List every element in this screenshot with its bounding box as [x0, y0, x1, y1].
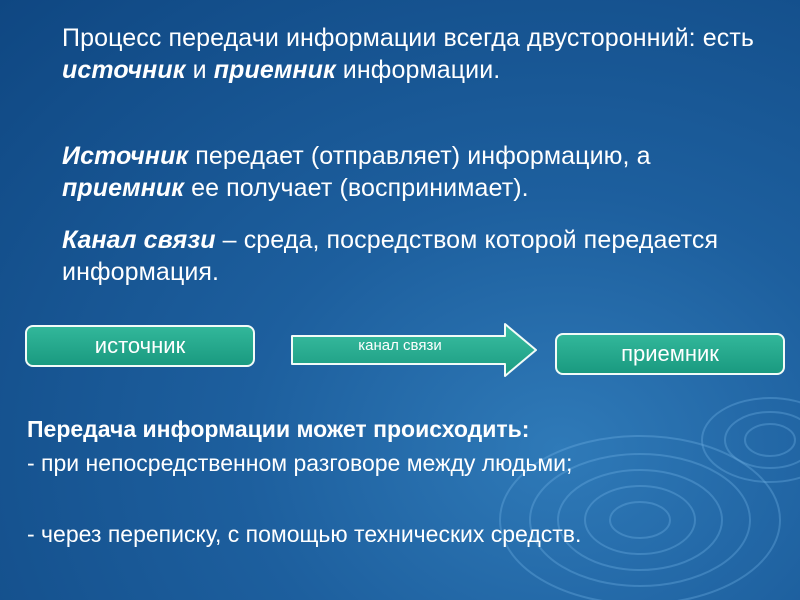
p2-text-2: ее получает (воспринимает). [184, 174, 529, 202]
p2-receiver-term: приемник [62, 174, 185, 202]
p1-text-1: Процесс передачи информации всегда двуст… [62, 24, 755, 52]
p1-text-2: и [185, 56, 214, 84]
p1-source-term: источник [62, 56, 186, 84]
p1-text-3: информации. [335, 56, 501, 84]
transmission-item-correspondence: - через переписку, с помощью технических… [27, 521, 582, 547]
p2-source-term: Источник [62, 142, 189, 170]
transmission-item-speech: - при непосредственном разговоре между л… [27, 450, 573, 476]
p3-text-1: – среда, посредством которой передается … [62, 226, 719, 286]
receiver-box: приемник [555, 333, 785, 375]
paragraph-channel-definition: Канал связи – среда, посредством которой… [62, 224, 762, 288]
channel-arrow: канал связи [290, 322, 540, 378]
paragraph-source-receiver: Процесс передачи информации всегда двуст… [62, 22, 762, 86]
arrow-right-icon [291, 323, 537, 377]
source-box: источник [25, 325, 255, 367]
p2-text-1: передает (отправляет) информацию, а [188, 142, 651, 170]
transmission-title: Передача информации может происходить: [27, 416, 530, 442]
channel-label: канал связи [358, 337, 442, 354]
p1-receiver-term: приемник [213, 56, 336, 84]
p3-channel-term: Канал связи [62, 226, 216, 254]
paragraph-source-definition: Источник передает (отправляет) информаци… [62, 140, 762, 204]
